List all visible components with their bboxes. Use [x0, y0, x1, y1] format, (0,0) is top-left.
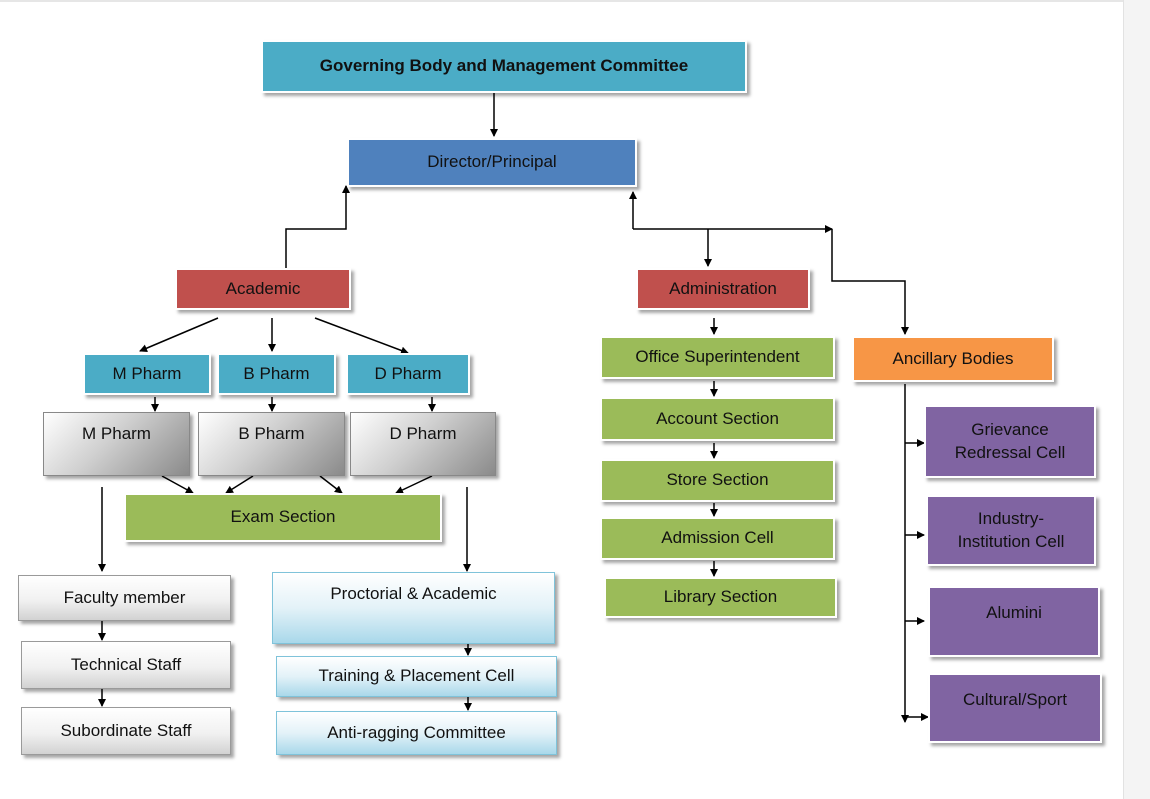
grievance-line1: Grievance [971, 419, 1049, 439]
industry-line1: Industry- [977, 508, 1045, 528]
scrollbar-track[interactable] [1123, 0, 1150, 799]
industry-line2: Institution Cell [957, 531, 1065, 551]
administration-node: Administration [636, 268, 810, 310]
faculty-member-node: Faculty member [18, 575, 231, 621]
technical-staff-node: Technical Staff [21, 641, 231, 689]
top-border [0, 0, 1150, 2]
governing-body-node: Governing Body and Management Committee [261, 40, 747, 93]
dpharm-department-node: D Pharm [346, 353, 470, 395]
grievance-line2: Redressal Cell [954, 442, 1066, 462]
anti-ragging-node: Anti-ragging Committee [276, 711, 557, 755]
store-section-node: Store Section [600, 459, 835, 502]
industry-institution-node: Industry- Institution Cell [926, 495, 1096, 566]
exam-section-node: Exam Section [124, 493, 442, 542]
cultural-sport-node: Cultural/Sport [928, 673, 1102, 743]
subordinate-staff-node: Subordinate Staff [21, 707, 231, 755]
director-principal-node: Director/Principal [347, 138, 637, 187]
bpharm-department-node: B Pharm [217, 353, 336, 395]
admission-cell-node: Admission Cell [600, 517, 835, 560]
ancillary-bodies-node: Ancillary Bodies [852, 336, 1054, 382]
proctorial-academic-node: Proctorial & Academic [272, 572, 555, 644]
bpharm-course-node: B Pharm [198, 412, 345, 476]
dpharm-course-node: D Pharm [350, 412, 496, 476]
mpharm-department-node: M Pharm [83, 353, 211, 395]
training-placement-node: Training & Placement Cell [276, 656, 557, 697]
grievance-redressal-node: Grievance Redressal Cell [924, 405, 1096, 478]
library-section-node: Library Section [604, 577, 837, 618]
account-section-node: Account Section [600, 397, 835, 441]
mpharm-course-node: M Pharm [43, 412, 190, 476]
office-superintendent-node: Office Superintendent [600, 336, 835, 379]
academic-node: Academic [175, 268, 351, 310]
alumini-node: Alumini [928, 586, 1100, 657]
